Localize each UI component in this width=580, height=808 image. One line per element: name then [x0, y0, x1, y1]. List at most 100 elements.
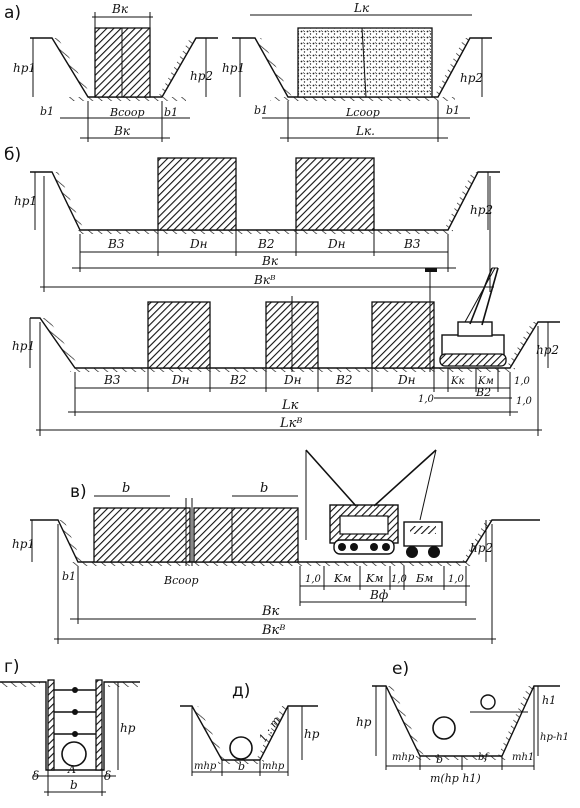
label-lk: Lк [281, 398, 299, 413]
label-mhp-left: mhр [194, 761, 217, 772]
sheet-wall-right [95, 679, 103, 771]
label-b2: B2 [257, 237, 274, 251]
label-bk-top: Bк [111, 2, 129, 16]
panel-label-b: б) [4, 145, 21, 165]
ground-hatch [0, 682, 40, 687]
label-km-1: Kм [333, 572, 351, 585]
pipe-icon [229, 736, 253, 760]
slope-hatch [462, 520, 492, 562]
label-1-0-mid: 1,0 [516, 396, 533, 407]
slope-hatch [498, 686, 534, 756]
label-hp: hр [304, 727, 320, 741]
label-lsoor: Lсоор [345, 106, 380, 119]
structure-block [93, 507, 191, 563]
label-kk: Kк [450, 376, 464, 387]
slope-hatch [52, 172, 84, 230]
label-hp: hр [356, 715, 372, 729]
label-hp1: hр1 [14, 194, 37, 208]
structure-block [295, 157, 375, 231]
slope-hatch [158, 38, 196, 97]
label-1-0-left: 1,0 [418, 394, 435, 405]
bottom-hatch [416, 756, 506, 760]
label-bm: Бм [415, 572, 433, 585]
label-lk: Lк. [355, 124, 375, 138]
panel-d: д) 1 : m hр mhр b mhр [180, 681, 320, 776]
label-hp1: hр1 [12, 537, 35, 551]
label-km-2: Kм [365, 572, 383, 585]
crawler-crane [425, 267, 507, 372]
label-h1: h1 [542, 694, 556, 707]
label-bk: Bк [261, 254, 279, 268]
label-m-hp-h1: m(hр h1) [430, 772, 481, 785]
slope-hatch [192, 706, 226, 760]
slope-hatch [434, 38, 470, 97]
bottom-hatch [218, 760, 264, 764]
label-hp2: hр2 [536, 343, 559, 357]
label-b1-left: b1 [40, 105, 54, 118]
structure-block [157, 157, 237, 231]
label-lk-top: Lк [353, 1, 370, 15]
label-hp2: hр2 [470, 203, 493, 217]
label-dn-1: Dн [189, 237, 208, 251]
panel-label-e: е) [392, 659, 409, 679]
label-1-0-a: 1,0 [305, 574, 322, 585]
dim-ticks [385, 686, 535, 770]
panel-label-g: г) [4, 657, 20, 677]
dim-ticks [157, 230, 375, 256]
label-km: Kм [477, 376, 494, 387]
label-b: b [238, 760, 245, 773]
label-hp: hр [120, 721, 136, 735]
panel-a-right-trench: Lк hр1 hр2 b1 Lсоор b1 Lк. [222, 1, 492, 142]
dim-ticks [147, 368, 499, 392]
label-bkn: Bкᴮ [253, 273, 276, 287]
label-hp1: hр1 [13, 61, 36, 75]
label-b2-b: B2 [335, 373, 352, 387]
crane-with-boom [305, 449, 437, 555]
label-mhp-right: mhр [262, 761, 285, 772]
panel-b-bottom: hр1 hр2 B3 Dн B2 Dн B2 Dн Kк Kм 1,0 1,0 … [12, 267, 560, 436]
panel-v: в) b b hр1 [12, 449, 540, 644]
panel-label-d: д) [232, 681, 250, 701]
slope-hatch [386, 686, 424, 756]
panel-g: г) hр δ A δ b [0, 657, 140, 796]
label-bk: Bк [261, 604, 280, 619]
panel-label-a: а) [4, 3, 21, 23]
panel-a: а) Bк hр1 hр2 b1 Bсоор b1 Bк [4, 1, 492, 142]
dim-ticks [191, 706, 289, 776]
pipe-icon [61, 741, 87, 767]
label-bkn: Bкᴮ [261, 623, 285, 638]
label-b1-left: b1 [254, 104, 268, 117]
panel-label-v: в) [70, 482, 87, 502]
label-bf: bf [478, 752, 490, 763]
bottom-hatch [270, 97, 455, 101]
label-bk: Bк [113, 124, 131, 138]
truck [403, 521, 443, 558]
label-1-0-c: 1,0 [448, 574, 465, 585]
struts [54, 687, 96, 737]
label-1-0-b: 1,0 [391, 574, 408, 585]
label-hp1: hр1 [12, 339, 35, 353]
slope-hatch [256, 706, 288, 760]
label-dn-3: Dн [397, 373, 416, 387]
label-b3-left: B3 [107, 237, 125, 251]
bottom-hatch [66, 97, 186, 101]
trench-profile [372, 685, 560, 757]
label-b2-c: B2 [475, 386, 491, 399]
label-hp-minus-h1: hр-h1 [540, 732, 569, 743]
structure-block [371, 301, 435, 369]
bottom-hatch [72, 562, 472, 566]
ground-hatch [108, 682, 138, 687]
label-b3: B3 [103, 373, 121, 387]
label-b1: b1 [62, 570, 76, 583]
pipe-icon-small [480, 694, 496, 710]
label-b1-right: b1 [164, 106, 178, 119]
label-hp1: hр1 [222, 61, 245, 75]
label-mhp: mhр [392, 752, 415, 763]
trench-profile [30, 171, 500, 231]
block-divider [361, 27, 367, 98]
label-dn-1: Dн [171, 373, 190, 387]
label-bsoor: Bсоор [163, 574, 199, 587]
slope-hatch [444, 172, 478, 230]
dim-ticks [299, 566, 467, 606]
slope-hatch [40, 318, 80, 368]
